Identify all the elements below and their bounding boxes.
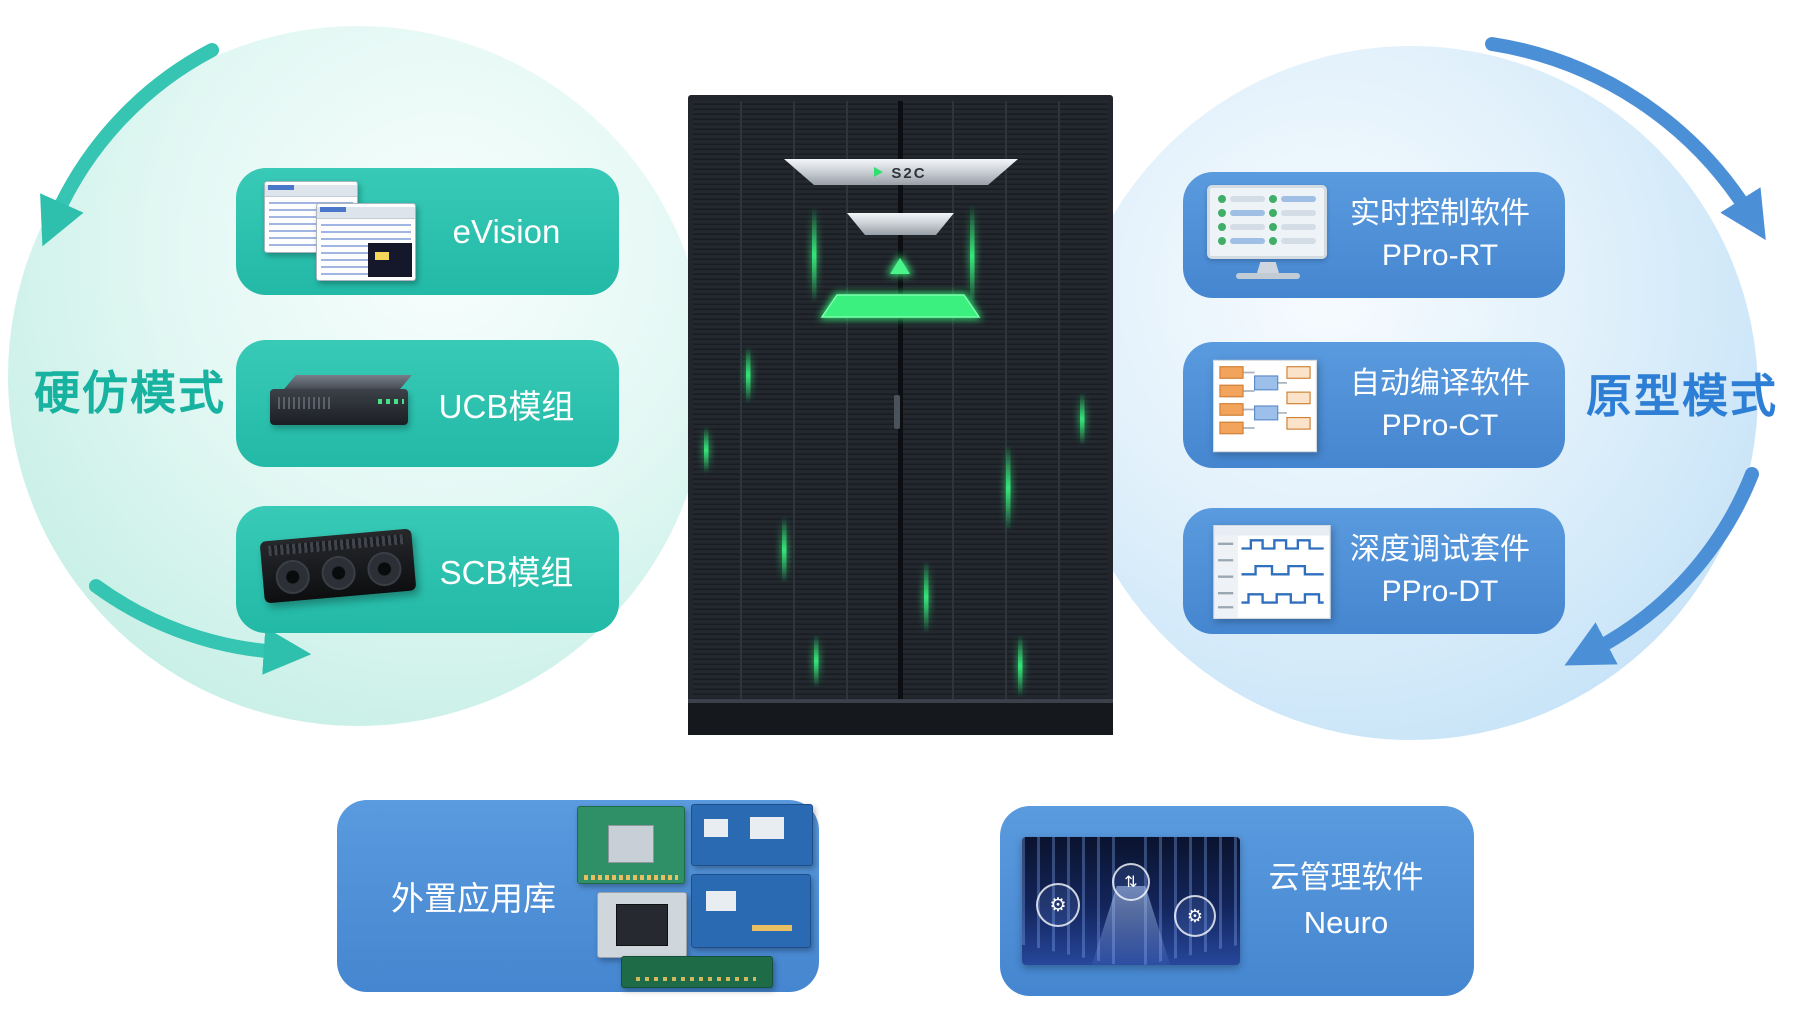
card-ucb: UCB模组	[236, 340, 619, 467]
blue-arrow-bottom	[1564, 467, 1759, 666]
card-ppro-dt-line2: PPro-DT	[1381, 575, 1499, 608]
rack-column-separators	[740, 101, 1060, 703]
emulation-mode-label: 硬仿模式	[34, 367, 226, 419]
pcb-board	[577, 806, 685, 884]
rack-sub-panel	[847, 213, 954, 235]
transfer-arrows-icon: ⇅	[1112, 863, 1150, 901]
card-ppro-rt: 实时控制软件 PPro-RT	[1183, 172, 1565, 298]
card-app-library: 外置应用库	[337, 800, 819, 992]
card-evision-label: eVision	[452, 212, 561, 250]
card-ppro-ct: 自动编译软件 PPro-CT	[1183, 342, 1565, 468]
card-app-library-label: 外置应用库	[391, 880, 556, 917]
gear-icon: ⚙	[1036, 883, 1080, 927]
green-indicator-bar	[820, 294, 981, 318]
ppro-rt-monitor-icon	[1203, 185, 1335, 285]
evision-screens-icon	[260, 180, 418, 283]
pcb-board	[691, 804, 813, 866]
rack-brand-text: S2C	[891, 165, 926, 182]
card-ppro-rt-line1: 实时控制软件	[1350, 197, 1530, 230]
ucb-hardware-icon	[260, 353, 418, 455]
ppro-dt-waveform-icon	[1203, 521, 1335, 621]
card-evision: eVision	[236, 168, 619, 295]
card-neuro-cloud: ⚙ ⇅ ⚙ 云管理软件 Neuro	[1000, 806, 1474, 996]
teal-arrow-bottom	[89, 579, 312, 675]
prodigy-system-image: S2C	[688, 95, 1113, 735]
card-ppro-ct-line1: 自动编译软件	[1350, 367, 1530, 400]
rack-base	[688, 703, 1113, 735]
pcb-board	[597, 892, 687, 958]
prototype-mode-label: 原型模式	[1586, 370, 1778, 422]
pcb-board	[621, 956, 773, 988]
card-scb: SCB模组	[236, 506, 619, 633]
card-ppro-ct-text: 自动编译软件 PPro-CT	[1335, 363, 1545, 447]
green-indicator-triangle	[890, 258, 910, 274]
card-neuro-line1: 云管理软件	[1268, 860, 1424, 896]
card-ppro-ct-line2: PPro-CT	[1381, 409, 1499, 442]
card-neuro-line2: Neuro	[1303, 905, 1389, 940]
teal-arrow-top	[40, 43, 219, 247]
pcb-boards-icon	[577, 804, 813, 988]
card-scb-label: SCB模组	[439, 553, 574, 591]
blue-arrow-top	[1485, 37, 1766, 241]
gear-icon: ⚙	[1174, 895, 1216, 937]
scb-hardware-icon	[259, 519, 418, 621]
card-ppro-dt-text: 深度调试套件 PPro-DT	[1335, 529, 1545, 613]
card-ppro-dt-line1: 深度调试套件	[1350, 533, 1530, 566]
brand-mark-icon	[874, 167, 883, 177]
card-ppro-rt-line2: PPro-RT	[1381, 239, 1499, 272]
card-neuro-text: 云管理软件 Neuro	[1240, 856, 1452, 946]
datacenter-image: ⚙ ⇅ ⚙	[1022, 837, 1240, 965]
rack-door-handle	[894, 395, 900, 429]
rack-brand-panel	[784, 159, 1018, 185]
card-ucb-label: UCB模组	[438, 387, 575, 425]
ppro-ct-diagram-icon	[1203, 355, 1335, 455]
pcb-board	[691, 874, 811, 948]
card-ppro-rt-text: 实时控制软件 PPro-RT	[1335, 193, 1545, 277]
card-ppro-dt: 深度调试套件 PPro-DT	[1183, 508, 1565, 634]
